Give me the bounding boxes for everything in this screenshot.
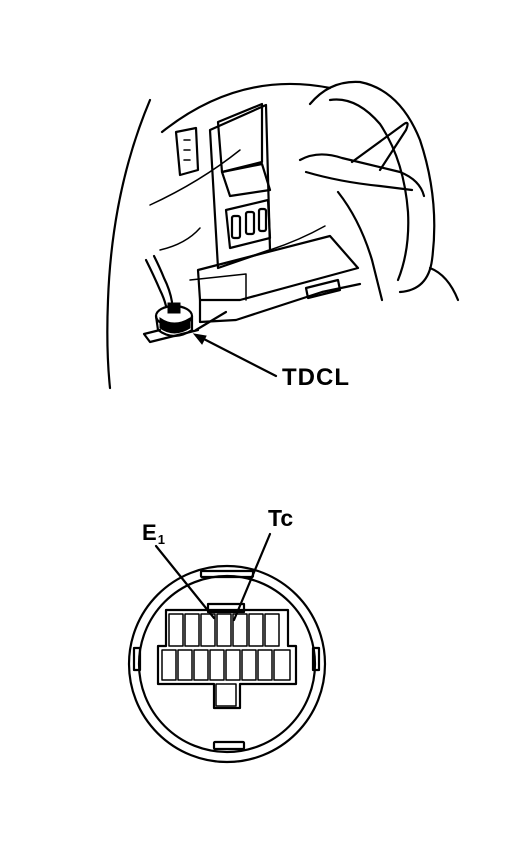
- lower-trim: [198, 282, 362, 324]
- top-key-tab: [199, 569, 255, 579]
- steering-spoke: [350, 121, 409, 172]
- dash-top-line: [160, 82, 332, 134]
- connector-face-illustration: [127, 532, 327, 764]
- connector-outer-ring: [127, 564, 327, 764]
- e1-terminal-label: E1: [142, 520, 165, 547]
- tdcl-leader-line: [196, 334, 278, 378]
- e1-leader-line: [154, 544, 216, 620]
- console-slot: [220, 162, 272, 198]
- tc-terminal-label: Tc: [268, 505, 294, 531]
- right-ear: [311, 646, 321, 672]
- switch-3: [257, 207, 268, 233]
- bottom-key-tab: [212, 740, 246, 751]
- top-slot: [206, 602, 246, 614]
- tdcl-connector: [142, 302, 200, 344]
- lower-pin-row: [161, 649, 291, 707]
- pin-field-outline: [156, 608, 298, 710]
- dashboard-illustration: [106, 80, 460, 390]
- switch-panel: [224, 198, 272, 250]
- connector-wire: [152, 254, 174, 304]
- left-ear: [132, 646, 142, 672]
- dash-left-curve: [106, 98, 152, 390]
- tdcl-label: TDCL: [282, 364, 350, 391]
- switch-1: [230, 214, 242, 240]
- tc-leader-line: [232, 532, 272, 622]
- lower-dash: [196, 234, 360, 302]
- upper-pin-row: [168, 613, 280, 647]
- side-vent: [174, 126, 200, 177]
- e1-label-main: E: [142, 520, 157, 545]
- e1-label-subscript: 1: [157, 532, 165, 547]
- steering-column: [298, 153, 426, 198]
- switch-2: [244, 210, 256, 236]
- connector-inner-ring: [137, 574, 317, 754]
- tdcl-arrowhead: [192, 333, 207, 345]
